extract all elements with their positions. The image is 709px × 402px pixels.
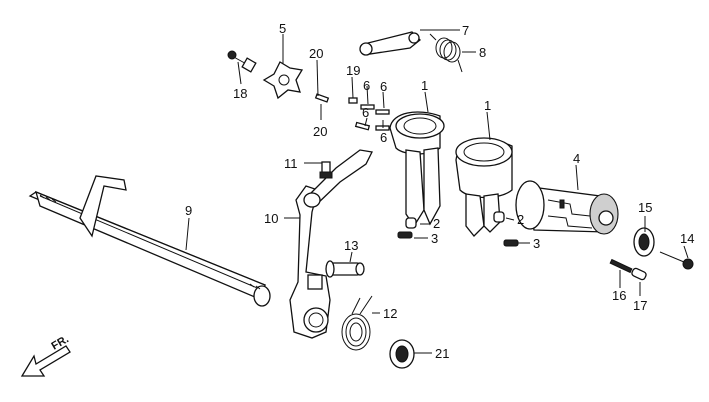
callout-7: 7 xyxy=(462,23,469,38)
part-pin-16 xyxy=(609,258,633,274)
callout-20-top: 20 xyxy=(309,46,323,61)
part-collar-13 xyxy=(325,260,365,278)
part-return-spring xyxy=(341,295,373,351)
callout-19: 19 xyxy=(346,63,360,78)
part-gearshift-arm xyxy=(289,149,373,339)
callout-6-b: 6 xyxy=(380,79,387,94)
callout-1-right: 1 xyxy=(484,98,491,113)
callout-17: 17 xyxy=(633,298,647,313)
part-guide-pin-left xyxy=(397,217,417,239)
callout-11: 11 xyxy=(284,156,298,171)
callout-2-right: 2 xyxy=(517,212,524,227)
part-dowel-17 xyxy=(631,267,647,281)
part-guide-pin-right xyxy=(493,211,519,247)
part-oil-seal xyxy=(389,339,415,369)
callout-6-a: 6 xyxy=(363,78,370,93)
callout-1-left: 1 xyxy=(421,78,428,93)
part-bolt-11 xyxy=(319,161,333,179)
callout-20-bottom: 20 xyxy=(313,124,327,139)
part-star-plate xyxy=(262,61,304,100)
callout-6-c: 6 xyxy=(362,105,369,120)
part-stopper-spring xyxy=(429,33,463,73)
callout-6-d: 6 xyxy=(380,130,387,145)
callout-labels: 1 1 2 2 3 3 4 5 6 6 6 6 7 8 9 10 11 12 1… xyxy=(185,21,694,361)
part-drum-center xyxy=(633,227,655,257)
part-gearshift-spindle xyxy=(28,175,271,307)
callout-12: 12 xyxy=(383,306,397,321)
callout-3-right: 3 xyxy=(533,236,540,251)
part-shift-fork-left xyxy=(389,111,445,228)
callout-15: 15 xyxy=(638,200,652,215)
part-bolt-18 xyxy=(227,50,257,73)
callout-8: 8 xyxy=(479,45,486,60)
callout-3-left: 3 xyxy=(431,231,438,246)
part-shift-drum xyxy=(515,180,619,235)
callout-4: 4 xyxy=(573,151,580,166)
callout-18: 18 xyxy=(233,86,247,101)
callout-16: 16 xyxy=(612,288,626,303)
callout-21: 21 xyxy=(435,346,449,361)
part-shift-fork-right xyxy=(455,137,513,237)
leader-lines xyxy=(185,29,689,354)
front-direction-arrow: FR. xyxy=(20,333,71,377)
callout-9: 9 xyxy=(185,203,192,218)
callout-5: 5 xyxy=(279,21,286,36)
callout-2-left: 2 xyxy=(433,216,440,231)
callout-10: 10 xyxy=(264,211,278,226)
part-stopper-arm xyxy=(359,31,421,56)
callout-13: 13 xyxy=(344,238,358,253)
part-bolt-14 xyxy=(659,251,694,270)
callout-14: 14 xyxy=(680,231,694,246)
